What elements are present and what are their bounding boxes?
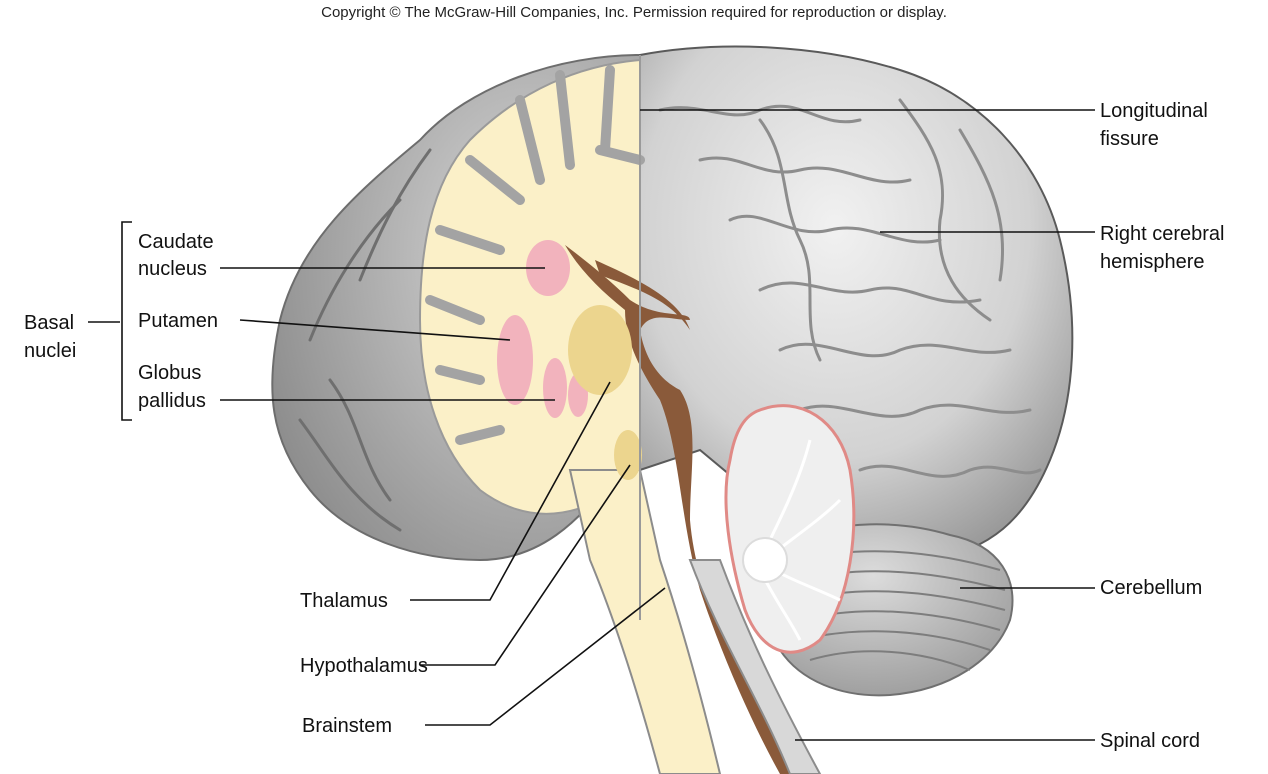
brainstem-body (570, 470, 720, 774)
right-hemisphere (640, 47, 1072, 562)
label-basal-line2: nuclei (24, 338, 76, 364)
label-cerebellum: Cerebellum (1100, 575, 1202, 601)
thalamus-shape (568, 305, 632, 395)
cerebellum-cut-section (726, 406, 854, 653)
label-hypothalamus: Hypothalamus (300, 653, 428, 679)
label-caudate-line1: Caudate (138, 229, 214, 255)
label-basal-line1: Basal (24, 310, 74, 336)
label-right-hemisphere-line1: Right cerebral (1100, 221, 1225, 247)
label-thalamus: Thalamus (300, 588, 388, 614)
label-right-hemisphere-line2: hemisphere (1100, 249, 1205, 275)
label-brainstem: Brainstem (302, 713, 392, 739)
putamen-shape (497, 315, 533, 405)
label-globus-line1: Globus (138, 360, 201, 386)
label-globus-line2: pallidus (138, 388, 206, 414)
label-spinal-cord: Spinal cord (1100, 728, 1200, 754)
label-longitudinal-fissure-line2: fissure (1100, 126, 1159, 152)
globus-pallidus-shape-1 (543, 358, 567, 418)
arbor-vitae-center (743, 538, 787, 582)
label-putamen: Putamen (138, 308, 218, 334)
hypothalamus-shape (614, 430, 642, 480)
label-longitudinal-fissure-line1: Longitudinal (1100, 98, 1208, 124)
label-caudate-line2: nucleus (138, 256, 207, 282)
